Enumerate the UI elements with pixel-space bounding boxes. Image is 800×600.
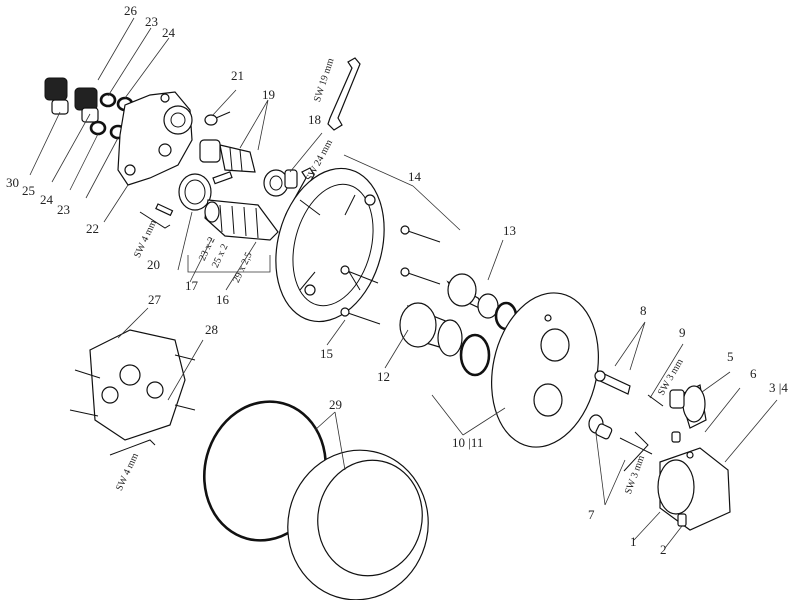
callout-25: 25 — [22, 183, 35, 198]
diverter-cartridge-19 — [199, 139, 256, 173]
nut-18 — [263, 169, 298, 197]
callout-17: 17 — [185, 278, 198, 293]
callout-19: 19 — [262, 87, 275, 102]
callout-24-top: 24 — [162, 25, 175, 40]
callout-21: 21 — [231, 68, 244, 83]
handle-5 — [669, 384, 707, 429]
callout-5: 5 — [727, 349, 734, 364]
check-valve-30 — [44, 77, 69, 115]
callout-13: 13 — [503, 223, 516, 238]
callout-2: 2 — [660, 542, 667, 557]
callout-3-4: 3 |4 — [769, 380, 788, 395]
trim-plate-10-11 — [491, 292, 599, 448]
spindle-extension-8 — [594, 370, 631, 395]
callout-23-top: 23 — [145, 14, 158, 29]
screw-21 — [204, 111, 231, 126]
screw-2 — [677, 513, 687, 527]
callout-28: 28 — [205, 322, 218, 337]
screws-15 — [340, 225, 441, 325]
callout-26: 26 — [124, 3, 137, 18]
extension-sleeve-12 — [399, 302, 491, 377]
callout-12: 12 — [377, 369, 390, 384]
allen-key-sw4-icon — [109, 211, 171, 456]
callout-18: 18 — [308, 112, 321, 127]
callout-30: 30 — [6, 175, 19, 190]
callout-9: 9 — [679, 325, 686, 340]
rosette — [287, 449, 429, 600]
thermostat-handle-3-4 — [657, 447, 731, 531]
callout-24-bottom: 24 — [40, 192, 53, 207]
callout-10-11: 10 |11 — [452, 435, 484, 450]
screw-6 — [671, 431, 681, 443]
callout-29: 29 — [329, 397, 342, 412]
callout-7: 7 — [588, 507, 595, 522]
leader-lines — [29, 17, 778, 549]
check-valve-25 — [74, 87, 99, 123]
callout-1: 1 — [630, 534, 637, 549]
callout-27: 27 — [148, 292, 161, 307]
screw-small — [155, 171, 233, 217]
mounting-plate-14 — [275, 167, 385, 323]
valve-body-27 — [69, 329, 196, 441]
callout-20: 20 — [147, 257, 160, 272]
ring-20 — [178, 173, 212, 211]
valve-body-22 — [117, 91, 193, 186]
spindle-7 — [588, 414, 653, 455]
callout-22: 22 — [86, 221, 99, 236]
thermostatic-cartridge-17 — [204, 199, 279, 241]
callout-14: 14 — [408, 169, 421, 184]
extension-sleeve-13 — [446, 273, 518, 331]
wrench-sw19-icon — [327, 57, 361, 131]
callout-15: 15 — [320, 346, 333, 361]
callout-6: 6 — [750, 366, 757, 381]
callout-8: 8 — [640, 303, 647, 318]
callout-23-bottom: 23 — [57, 202, 70, 217]
callout-16: 16 — [216, 292, 229, 307]
